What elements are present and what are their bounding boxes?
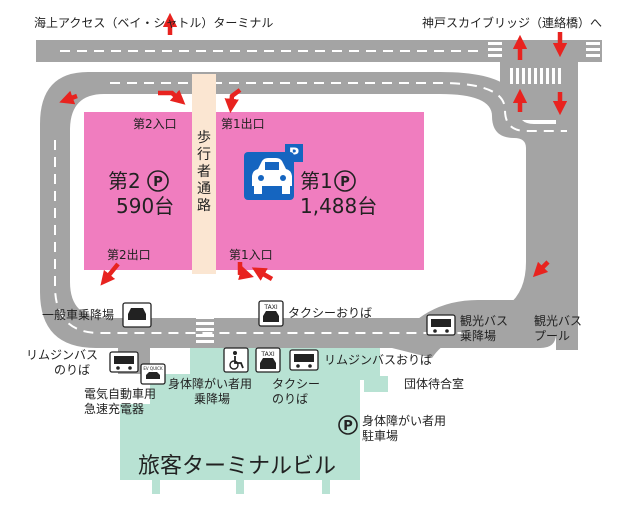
bus-icon — [426, 314, 456, 336]
wheelchair-icon — [223, 347, 249, 373]
ev-charger-label-2: 急速充電器 — [84, 402, 145, 416]
crosswalk-walkway-bottom — [196, 280, 214, 343]
tour-bus-stop-label-1: 観光バス — [460, 314, 509, 328]
arrow-icon — [59, 12, 568, 286]
taxi-stand-bottom-label-2: のりば — [272, 392, 309, 406]
parking-icon — [147, 170, 358, 435]
tour-bus-pool-label-1: 観光バス — [534, 314, 583, 328]
svg-text:P: P — [343, 419, 353, 434]
ev-charger-label-1: 電気自動車用 — [84, 387, 157, 401]
pedestrian-walkway — [192, 74, 216, 274]
ev-charger-icon: EV QUICK — [140, 363, 166, 385]
svg-text:P: P — [340, 175, 350, 190]
lot2-count: 590台 — [116, 194, 175, 218]
lot1-exit-label: 第1出口 — [221, 117, 265, 131]
taxi-stand-label: タクシーおりば — [288, 306, 373, 320]
lot1-name: 第1 — [300, 169, 333, 193]
terminal-building-label: 旅客ターミナルビル — [138, 454, 337, 479]
limousine-stop-label-1: リムジンバス — [26, 348, 99, 362]
car-icon — [244, 152, 294, 200]
accessible-stop-label-1: 身体障がい者用 — [168, 377, 253, 391]
svg-text:P: P — [153, 175, 163, 190]
tour-bus-pool-label-2: プール — [534, 329, 571, 343]
sky-bridge-label: 神戸スカイブリッジ（連絡橋）へ — [422, 16, 603, 30]
tour-bus-stop-label-2: 乗降場 — [460, 329, 497, 343]
svg-text:TAXI: TAXI — [263, 304, 277, 311]
accessible-stop-label-2: 乗降場 — [194, 392, 231, 406]
bus-icon — [289, 349, 319, 371]
crosswalk-top-right — [488, 42, 600, 57]
car-icon — [122, 302, 152, 328]
accessible-parking-label-1: 身体障がい者用 — [362, 414, 447, 428]
limousine-stop-label-2: のりば — [54, 363, 91, 377]
general-car-stop-label: 一般車乗降場 — [42, 308, 115, 322]
bus-lane — [392, 300, 526, 358]
parking-marker-text: P P P — [153, 175, 353, 434]
lot2-name: 第2 — [108, 169, 141, 193]
svg-text:TAXI: TAXI — [260, 351, 274, 358]
svg-text:P: P — [289, 146, 299, 162]
road-network — [36, 40, 602, 374]
taxi-stand-bottom-label-1: タクシー — [272, 377, 321, 391]
terminal-gates — [152, 480, 330, 494]
svg-text:EV QUICK: EV QUICK — [143, 366, 163, 371]
curb-road — [150, 330, 440, 348]
lot2-entrance-label: 第2入口 — [133, 117, 177, 131]
lot2-exit-label: 第2出口 — [107, 248, 151, 262]
parking-lot-2[interactable] — [84, 112, 206, 270]
limousine-dropoff-label: リムジンバスおりば — [324, 353, 433, 367]
crosswalk-junction — [510, 68, 561, 84]
right-road — [556, 100, 578, 350]
taxi-icon: TAXI — [258, 300, 284, 327]
bus-icon — [109, 351, 139, 373]
taxi-icon: TAXI — [255, 347, 281, 373]
lane-markings — [54, 50, 567, 334]
walkway-label: 歩行者通路 — [197, 130, 211, 214]
terminal-building[interactable] — [120, 348, 380, 480]
group-waiting-room-legend — [364, 376, 388, 392]
group-waiting-room-label: 団体待合室 — [404, 377, 465, 391]
accessible-parking-label-2: 駐車場 — [362, 429, 399, 443]
lot1-count: 1,488台 — [300, 194, 378, 218]
lot1-entrance-label: 第1入口 — [229, 248, 273, 262]
ferry-terminal-label: 海上アクセス（ベイ・シャトル）ターミナル — [34, 16, 274, 30]
